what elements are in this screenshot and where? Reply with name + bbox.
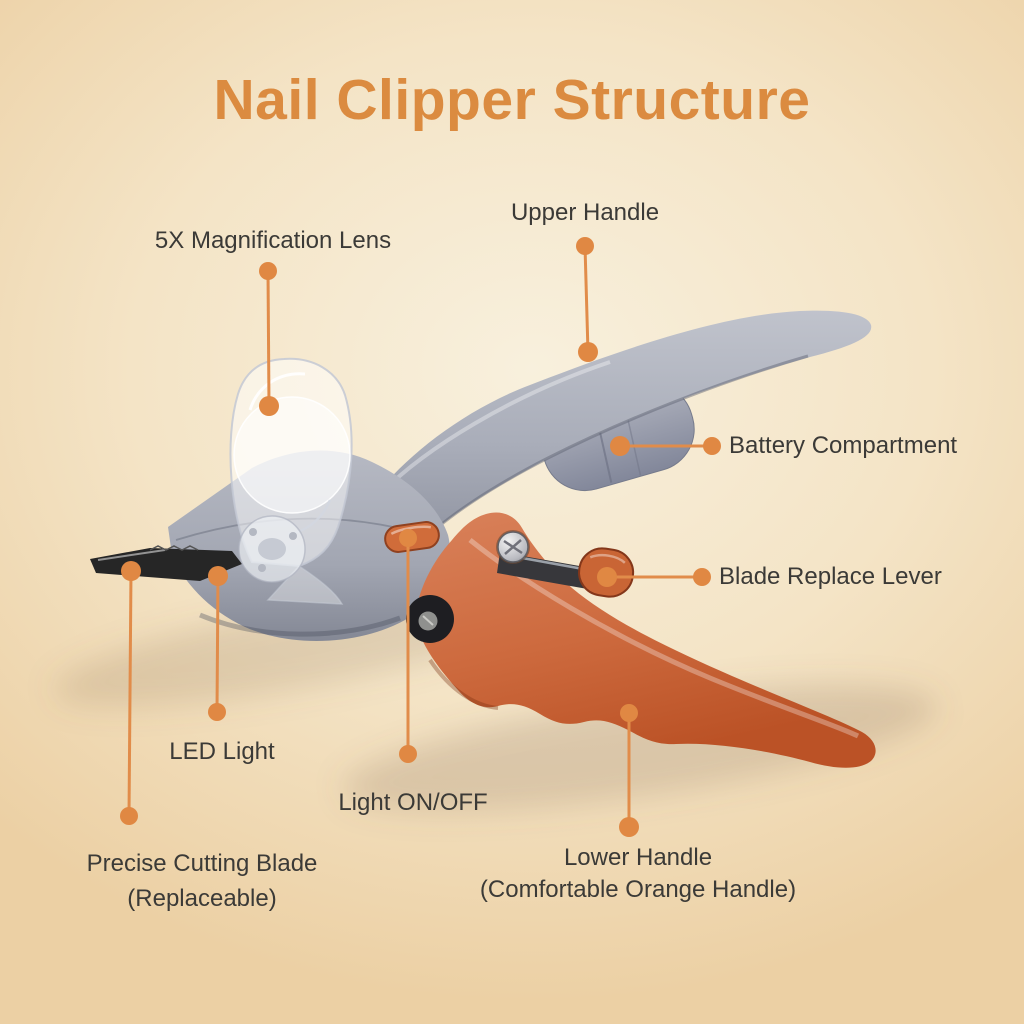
upper-handle-label-dot: [576, 237, 594, 255]
label-precise-cutting-blade: Precise Cutting Blade (Replaceable): [87, 846, 318, 916]
leader-lines: [127, 245, 712, 827]
label-lower-handle-line2: (Comfortable Orange Handle): [479, 876, 797, 903]
led-leader-line: [215, 575, 220, 713]
label-precise-cutting-blade-line2: (Replaceable): [127, 885, 277, 912]
light-switch-target-dot: [399, 529, 417, 547]
precise-blade-leader-line: [127, 570, 133, 817]
label-lower-handle-line1: Lower Handle: [563, 844, 713, 871]
blade-lever-target-dot: [597, 567, 617, 587]
lens-target-dot: [259, 396, 279, 416]
label-blade-replace-lever: Blade Replace Lever: [719, 563, 942, 590]
lens-leader-line: [266, 270, 271, 407]
magnification-lens-shape: [229, 357, 353, 605]
page-title: Nail Clipper Structure: [213, 68, 811, 132]
light-switch-label-dot: [399, 745, 417, 763]
battery-label-dot: [703, 437, 721, 455]
precise-blade-label-dot: [120, 807, 138, 825]
lower-handle-label-dot: [619, 817, 639, 837]
label-precise-cutting-blade-line1: Precise Cutting Blade: [86, 850, 318, 877]
label-lower-handle: Lower Handle (Comfortable Orange Handle): [480, 842, 796, 906]
blade-lever-label-dot: [693, 568, 711, 586]
lower-handle-target-dot: [620, 704, 638, 722]
precise-blade-target-dot: [121, 561, 141, 581]
lens-label-dot: [259, 262, 277, 280]
label-led-light: LED Light: [169, 738, 275, 765]
hinge-screw: [496, 530, 530, 564]
upper-handle-target-dot: [578, 342, 598, 362]
label-light-on-off: Light ON/OFF: [338, 789, 488, 816]
battery-target-dot: [610, 436, 630, 456]
lens-glass: [233, 396, 351, 514]
label-battery-compartment: Battery Compartment: [729, 432, 958, 459]
upper-handle-leader-line: [583, 245, 590, 353]
label-magnification-lens: 5X Magnification Lens: [154, 227, 392, 254]
callout-dots: [120, 237, 721, 837]
led-label-dot: [208, 703, 226, 721]
label-upper-handle: Upper Handle: [510, 199, 660, 226]
led-target-dot: [208, 566, 228, 586]
pivot-joint: [406, 595, 454, 643]
